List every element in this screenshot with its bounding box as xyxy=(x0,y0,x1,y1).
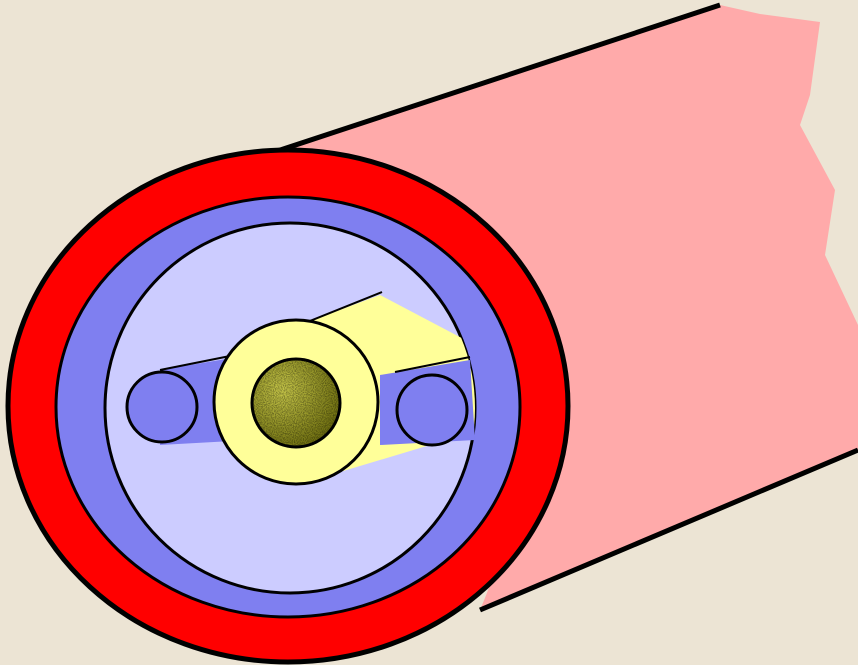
fiber-core xyxy=(252,359,340,447)
blue-rod-icon xyxy=(127,372,197,442)
blue-rod-icon xyxy=(397,375,467,445)
